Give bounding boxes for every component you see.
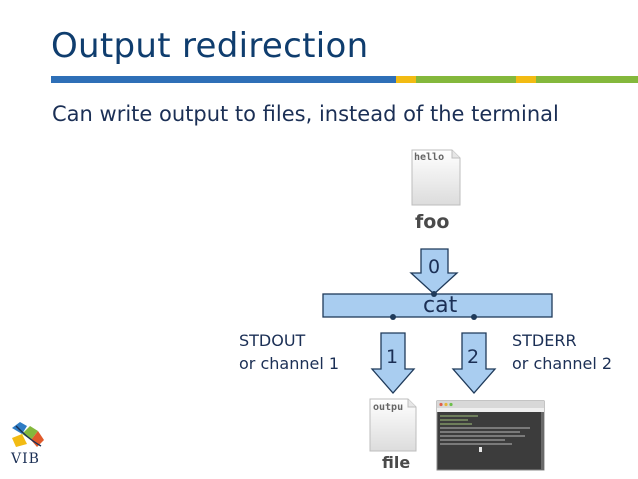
input-file-icon xyxy=(411,149,461,206)
slide-subtitle: Can write output to files, instead of th… xyxy=(52,102,559,126)
stderr-channel-number: 2 xyxy=(467,346,480,368)
stdout-channel-number: 1 xyxy=(386,346,399,368)
input-file-content: hello xyxy=(414,152,445,163)
stdout-label-line1: STDOUT xyxy=(239,331,306,350)
vib-logo-text: VIB xyxy=(11,451,40,467)
stdin-channel-number: 0 xyxy=(428,256,441,278)
stdin-connector-dot xyxy=(431,291,437,297)
stdout-label-line2: or channel 1 xyxy=(239,354,340,373)
terminal-window-icon xyxy=(436,400,545,471)
stdin-arrow xyxy=(409,248,459,295)
output-file-content: outpu xyxy=(373,402,404,413)
stdout-connector-dot xyxy=(390,314,396,320)
stderr-arrow xyxy=(451,332,497,394)
output-file-name: file xyxy=(382,453,411,472)
process-label: cat xyxy=(423,293,458,318)
stderr-label: STDERR or channel 2 xyxy=(512,329,612,375)
output-file-icon xyxy=(369,398,417,452)
input-file-name: foo xyxy=(415,211,450,233)
stderr-connector-dot xyxy=(471,314,477,320)
stdout-label: STDOUT or channel 1 xyxy=(239,329,339,375)
stderr-label-line1: STDERR xyxy=(512,331,577,350)
slide-title: Output redirection xyxy=(51,26,369,66)
cat-process-bar xyxy=(322,293,553,318)
stdout-arrow xyxy=(370,332,416,394)
stderr-label-line2: or channel 2 xyxy=(512,354,613,373)
vib-logo-icon xyxy=(8,421,44,449)
